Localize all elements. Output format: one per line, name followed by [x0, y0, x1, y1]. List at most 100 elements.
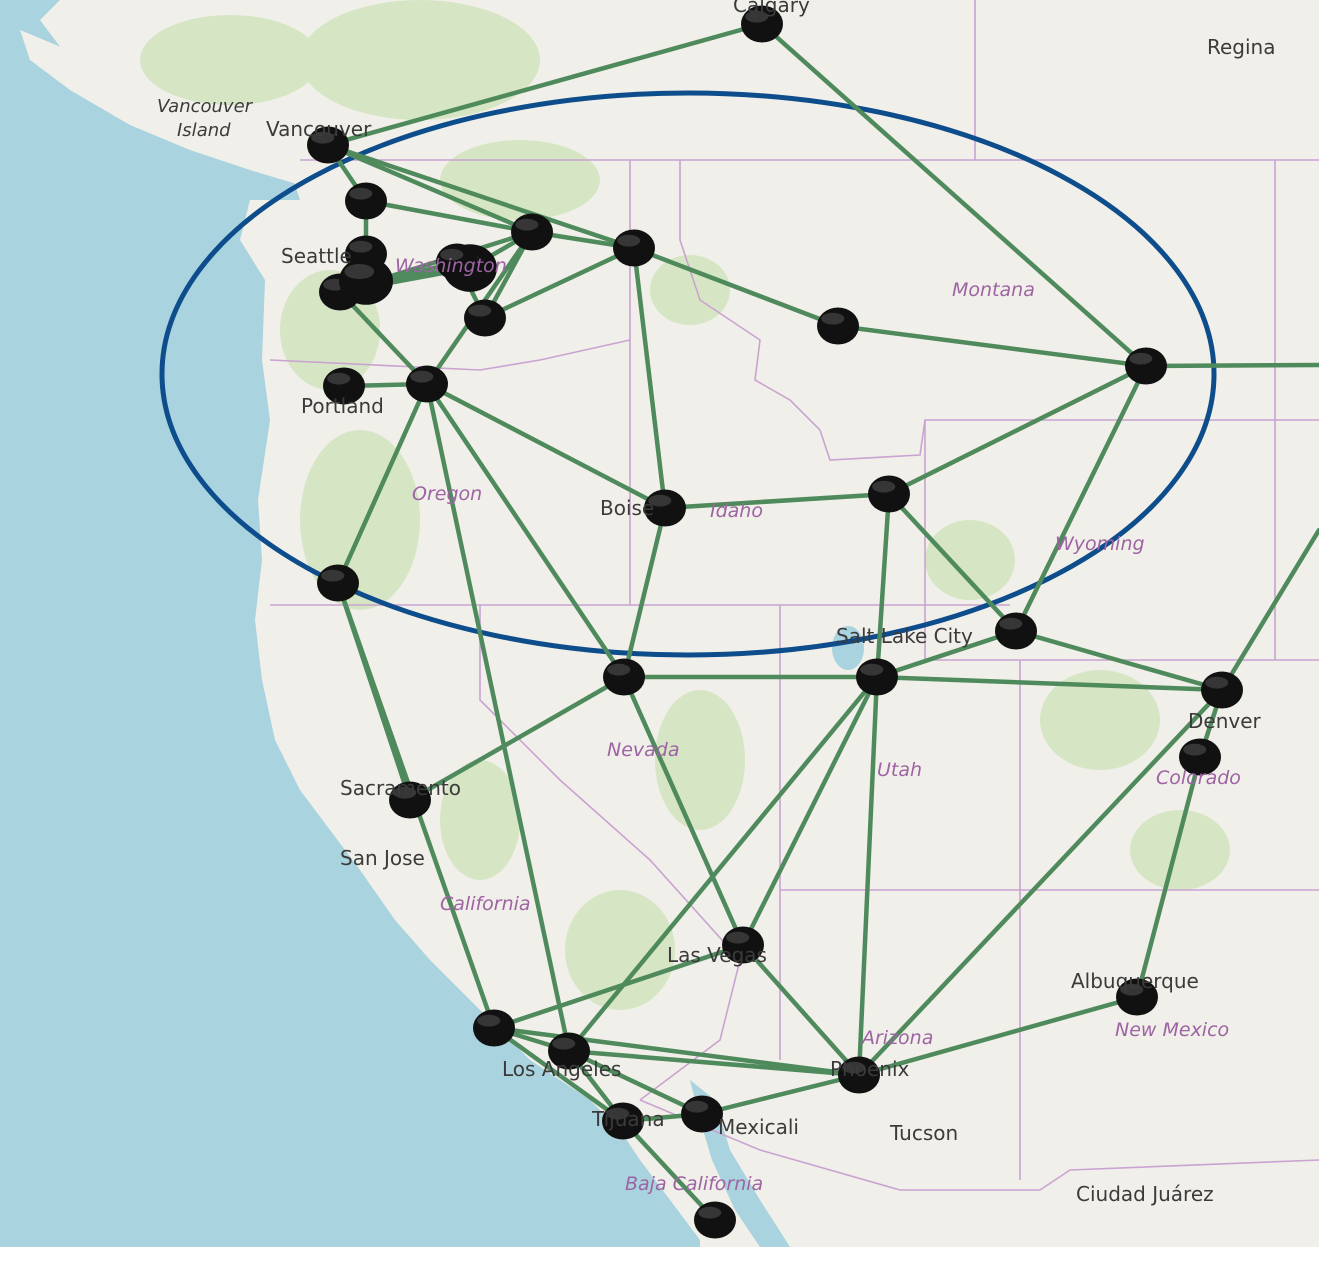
network-edge — [363, 198, 535, 235]
network-node-highlight — [1129, 352, 1153, 365]
label-nevada: Nevada — [607, 739, 680, 761]
network-node[interactable] — [317, 564, 359, 602]
network-node-highlight — [698, 1206, 722, 1219]
network-node-highlight — [745, 10, 769, 23]
label-salt-lake-city: Salt Lake City — [836, 624, 973, 648]
network-node[interactable] — [1201, 671, 1243, 709]
label-oregon: Oregon — [412, 483, 482, 505]
network-edge — [1013, 628, 1225, 693]
network-edge — [856, 994, 1140, 1078]
map-labels: Calgary Regina Vancouver Island Vancouve… — [157, 0, 1276, 1206]
network-node[interactable] — [868, 475, 910, 513]
network-node-highlight — [685, 1100, 709, 1113]
label-utah: Utah — [877, 759, 922, 781]
label-sacramento: Sacramento — [340, 776, 461, 800]
network-edge — [856, 687, 1225, 1078]
network-node-highlight — [393, 786, 417, 799]
network-edge — [482, 245, 637, 321]
vancouver-island — [20, 30, 320, 185]
network-edge — [335, 381, 430, 586]
network-node[interactable] — [613, 229, 655, 267]
label-phoenix: Phoenix — [830, 1057, 910, 1081]
network-edge — [621, 505, 668, 680]
label-los-angeles: Los Angeles — [502, 1057, 621, 1081]
label-california: California — [440, 893, 531, 915]
network-edge — [424, 381, 668, 511]
network-edges — [325, 21, 1319, 1223]
label-vancouver-island-1: Vancouver — [157, 96, 254, 117]
network-edge — [566, 674, 880, 1054]
network-node[interactable] — [473, 1009, 515, 1047]
network-node[interactable] — [511, 213, 553, 251]
network-edge — [491, 1025, 626, 1124]
network-node-highlight — [1183, 743, 1207, 756]
network-node-highlight — [726, 931, 750, 944]
network-edge — [566, 1048, 705, 1117]
network-node-highlight — [842, 1061, 866, 1074]
network-edge — [740, 674, 880, 948]
label-calgary: Calgary — [733, 0, 810, 17]
network-node-highlight — [515, 218, 539, 231]
label-san-jose: San Jose — [340, 846, 425, 870]
network-edge — [874, 491, 892, 680]
network-edge — [424, 381, 627, 680]
network-node-highlight — [468, 304, 492, 317]
label-new-mexico: New Mexico — [1115, 1019, 1229, 1041]
label-wyoming: Wyoming — [1055, 533, 1145, 555]
network-node-highlight — [327, 372, 351, 385]
network-node-highlight — [607, 663, 631, 676]
network-edge — [491, 942, 746, 1031]
network-node-highlight — [606, 1107, 630, 1120]
network-node[interactable] — [681, 1095, 723, 1133]
network-edge — [740, 942, 862, 1078]
label-mexicali: Mexicali — [718, 1115, 799, 1139]
network-edge — [1013, 363, 1149, 634]
network-node[interactable] — [406, 365, 448, 403]
label-ciudad-juarez: Ciudad Juárez — [1076, 1182, 1214, 1206]
network-node-highlight — [821, 312, 845, 325]
network-edge — [631, 245, 668, 511]
highlight-ellipse — [159, 90, 1217, 658]
label-denver: Denver — [1188, 709, 1262, 733]
network-edge — [631, 245, 841, 329]
network-node-highlight — [860, 663, 884, 676]
network-node[interactable] — [1125, 347, 1167, 385]
label-vancouver-island-2: Island — [177, 120, 231, 141]
network-edge — [325, 142, 535, 235]
network-nodes — [307, 5, 1243, 1239]
network-edge — [491, 1025, 862, 1078]
footer-strip — [0, 1247, 1319, 1277]
network-node[interactable] — [856, 658, 898, 696]
label-tucson: Tucson — [889, 1121, 958, 1145]
network-edge — [566, 1048, 862, 1078]
network-node-highlight — [349, 240, 373, 253]
label-las-vegas: Las Vegas — [667, 943, 767, 967]
network-node[interactable] — [345, 182, 387, 220]
network-edge — [337, 289, 430, 387]
network-node-highlight — [999, 617, 1023, 630]
network-edge — [699, 1072, 862, 1117]
network-edge — [759, 21, 1149, 369]
label-regina: Regina — [1207, 35, 1276, 59]
label-idaho: Idaho — [710, 500, 763, 522]
great-salt-lake — [832, 626, 864, 670]
label-tijuana: Tijuana — [591, 1107, 665, 1131]
network-edge — [662, 491, 892, 511]
network-node-highlight — [311, 131, 335, 144]
network-node-highlight — [349, 187, 373, 200]
network-edge — [1143, 362, 1319, 369]
network-edge — [620, 1118, 718, 1223]
network-node-highlight — [552, 1037, 576, 1050]
network-node[interactable] — [603, 658, 645, 696]
network-edge — [407, 674, 627, 803]
network-node-highlight — [872, 480, 896, 493]
network-node[interactable] — [817, 307, 859, 345]
network-node[interactable] — [694, 1201, 736, 1239]
network-node-highlight — [648, 494, 672, 507]
network-node[interactable] — [464, 299, 506, 337]
network-node[interactable] — [995, 612, 1037, 650]
network-node-highlight — [440, 248, 464, 261]
network-edge — [874, 628, 1019, 680]
